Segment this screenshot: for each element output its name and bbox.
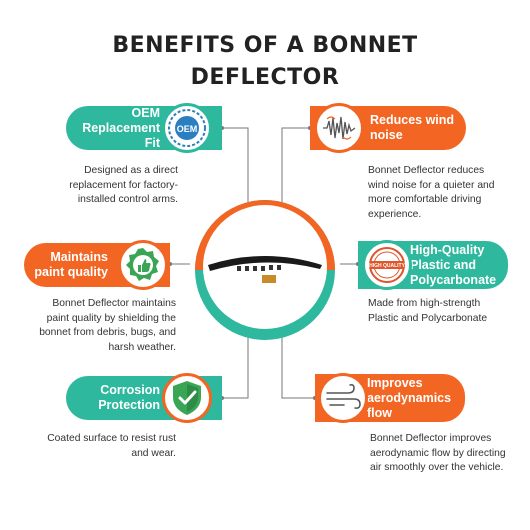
shield-check-icon [162, 373, 212, 423]
thumbs-up-badge-icon [118, 240, 168, 290]
center-product-circle [190, 195, 340, 345]
airflow-icon [318, 373, 368, 423]
bonnet-deflector-product [195, 200, 335, 340]
benefit-corrosion-description: Coated surface to resist rust and wear. [47, 433, 176, 459]
svg-text:OEM: OEM [177, 124, 198, 134]
connector-oem [222, 127, 249, 205]
benefit-corrosion-title: Corrosion Protection [98, 383, 160, 412]
connector-wind [281, 127, 310, 205]
connector-corrosion [222, 330, 249, 399]
benefit-paint-title: Maintains paint quality [34, 250, 108, 279]
high-quality-stamp-icon: HIGH QUALITY [362, 240, 412, 290]
sound-wave-icon [314, 103, 364, 153]
benefit-wind-title: Reduces wind noise [370, 113, 455, 142]
benefit-paint-description: Bonnet Deflector maintains paint quality… [39, 298, 176, 353]
connector-aero [281, 330, 315, 399]
svg-text:HIGH QUALITY: HIGH QUALITY [369, 263, 405, 269]
page-title: BENEFITS OF A BONNET DEFLECTOR [112, 33, 418, 90]
benefit-oem-description: Designed as a direct replacement for fac… [69, 165, 178, 205]
benefit-oem-title: OEM Replacement Fit [82, 105, 160, 150]
benefit-quality-description: Made from high-strength Plastic and Poly… [368, 298, 488, 324]
benefit-aero-description: Bonnet Deflector improves aerodynamic fl… [370, 433, 506, 473]
benefit-aero-title: Improves aerodynamics flow [367, 375, 452, 420]
benefit-quality-title: High-Quality Plastic and Polycarbonate [410, 242, 497, 287]
oem-seal-icon: OEM [162, 103, 212, 153]
benefit-wind-description: Bonnet Deflector reduces wind noise for … [368, 165, 495, 220]
